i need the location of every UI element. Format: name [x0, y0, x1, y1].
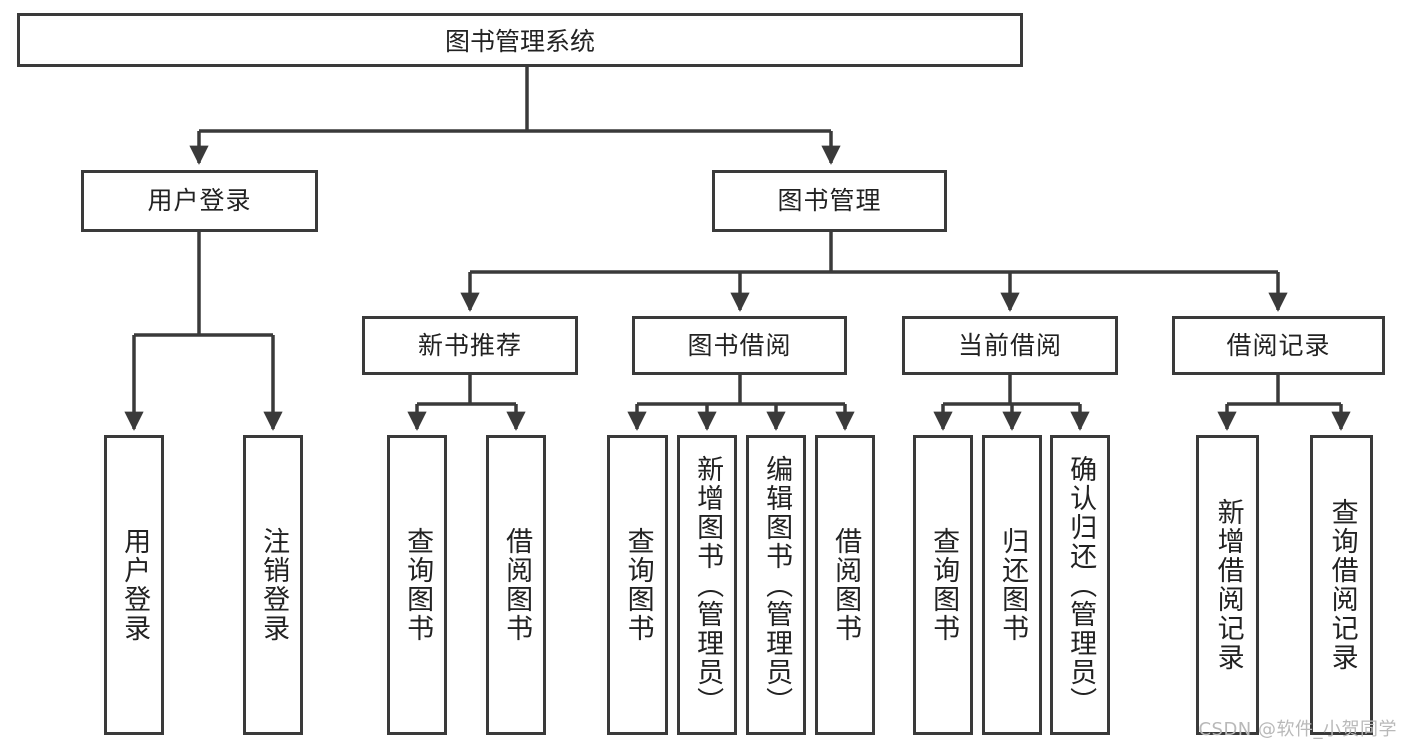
- leaf-node-label: 借阅图书: [830, 527, 862, 643]
- leaf-node[interactable]: 编辑图书（管理员）: [746, 435, 806, 735]
- node-book-borrow-label: 图书借阅: [687, 330, 792, 360]
- node-root-label: 图书管理系统: [444, 27, 595, 56]
- node-borrow-record[interactable]: 借阅记录: [1172, 316, 1385, 375]
- leaf-node[interactable]: 借阅图书: [815, 435, 875, 735]
- node-current-borrow-label: 当前借阅: [957, 330, 1062, 360]
- leaf-node[interactable]: 查询借阅记录: [1310, 435, 1373, 735]
- leaf-node[interactable]: 查询图书: [913, 435, 973, 735]
- leaf-node-label: 查询图书: [928, 527, 960, 643]
- leaf-node-label: 新增图书（管理员）: [692, 454, 724, 716]
- node-user-login-label: 用户登录: [147, 186, 252, 215]
- leaf-node-label: 查询图书: [622, 527, 654, 643]
- node-new-book-recommend[interactable]: 新书推荐: [362, 316, 578, 375]
- leaf-node[interactable]: 归还图书: [982, 435, 1042, 735]
- node-new-book-recommend-label: 新书推荐: [417, 330, 522, 360]
- node-borrow-record-label: 借阅记录: [1226, 330, 1331, 360]
- leaf-node-label: 编辑图书（管理员）: [761, 454, 793, 716]
- leaf-node[interactable]: 注销登录: [243, 435, 303, 735]
- leaf-node[interactable]: 查询图书: [607, 435, 668, 735]
- leaf-node[interactable]: 查询图书: [387, 435, 447, 735]
- node-user-login[interactable]: 用户登录: [81, 170, 318, 232]
- node-root[interactable]: 图书管理系统: [17, 13, 1023, 67]
- leaf-node-label: 注销登录: [258, 527, 290, 643]
- leaf-node[interactable]: 新增图书（管理员）: [677, 435, 737, 735]
- leaf-node[interactable]: 用户登录: [104, 435, 164, 735]
- leaf-node-label: 查询图书: [402, 527, 434, 643]
- leaf-node[interactable]: 新增借阅记录: [1196, 435, 1259, 735]
- leaf-node-label: 借阅图书: [501, 527, 533, 643]
- leaf-node-label: 新增借阅记录: [1212, 498, 1244, 672]
- node-book-management-label: 图书管理: [777, 186, 882, 215]
- node-current-borrow[interactable]: 当前借阅: [902, 316, 1118, 375]
- node-book-management[interactable]: 图书管理: [712, 170, 947, 232]
- watermark: CSDN @软件_小贺同学: [1198, 719, 1397, 740]
- leaf-node-label: 用户登录: [119, 527, 151, 643]
- node-book-borrow[interactable]: 图书借阅: [632, 316, 847, 375]
- leaf-node[interactable]: 借阅图书: [486, 435, 546, 735]
- leaf-node-label: 确认归还（管理员）: [1065, 454, 1097, 716]
- leaf-node[interactable]: 确认归还（管理员）: [1050, 435, 1110, 735]
- leaf-node-label: 归还图书: [997, 527, 1029, 643]
- leaf-node-label: 查询借阅记录: [1326, 498, 1358, 672]
